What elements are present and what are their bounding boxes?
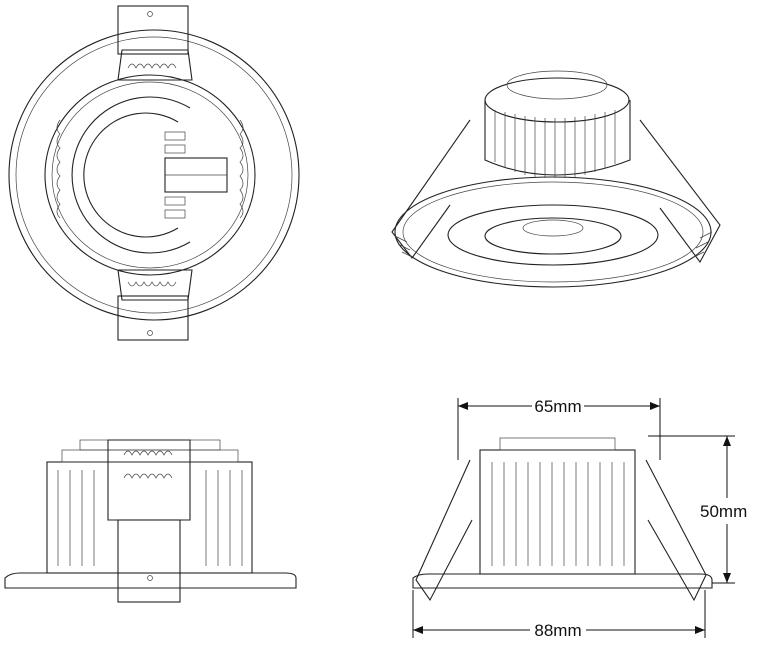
top-view (8, 5, 300, 341)
terminal-pin-4 (164, 209, 186, 219)
persp-left-clip (391, 119, 471, 259)
front-clip-hole (147, 575, 153, 581)
bottom-spring-housing (117, 269, 193, 301)
dim-65-arrow-left (458, 402, 468, 410)
bottom-spring-coil (127, 281, 177, 287)
terminal-pin-2 (164, 144, 186, 154)
top-spring-coil (127, 63, 177, 69)
inner-c-ring-inner (83, 112, 179, 238)
heatsink-fin-line (51, 81, 249, 269)
bottom-clip-hole (147, 330, 153, 336)
dim-50-arrow-top (723, 436, 731, 446)
dim-top-width-label: 65mm (534, 397, 581, 416)
side-right-clip (645, 459, 707, 602)
persp-fins (494, 110, 616, 178)
outer-trim-ring (8, 29, 300, 321)
front-fins (57, 470, 243, 566)
front-clip-frame (107, 439, 191, 521)
persp-right-clip (639, 119, 721, 264)
persp-heatsink-top (484, 77, 630, 123)
persp-trim-outer (394, 176, 712, 288)
dim-65-arrow-right (650, 402, 660, 410)
dim-50-arrow-bottom (723, 573, 731, 583)
left-fins (56, 119, 61, 219)
dimensioned-side-view: 65mm 50mm 88mm (412, 397, 747, 640)
persp-right-clip-teeth (693, 231, 713, 258)
persp-heatsink-body (484, 100, 631, 176)
heatsink-outer (44, 74, 256, 276)
top-clip-plate (117, 5, 189, 55)
front-heatsink-cap (79, 439, 221, 451)
persp-led-lens (522, 219, 584, 237)
top-clip-hole (147, 11, 153, 17)
front-clip-plate (117, 519, 181, 603)
persp-left-clip-teeth (394, 235, 413, 258)
side-heatsink-top (499, 437, 616, 451)
bottom-clip-plate (117, 295, 189, 341)
dim-bottom-width-label: 88mm (534, 621, 581, 640)
side-fins (491, 462, 625, 566)
persp-reflector-outer (447, 204, 659, 266)
persp-heatsink-cap (506, 70, 608, 100)
front-spring-coil-2 (123, 473, 173, 479)
inner-c-ring-outer (71, 96, 191, 254)
front-view (4, 439, 297, 603)
persp-reflector-inner (484, 217, 622, 255)
front-heatsink-body (46, 461, 253, 574)
dim-88-arrow-left (413, 626, 423, 634)
persp-trim-inner (402, 181, 704, 283)
perspective-view (391, 70, 721, 288)
side-trim-flange (412, 573, 713, 589)
dim-height-label: 50mm (700, 502, 747, 521)
terminal-pin-3 (164, 196, 186, 206)
dim-88-arrow-right (695, 626, 705, 634)
terminal-pin-1 (164, 131, 186, 141)
front-trim-flange (4, 572, 297, 589)
top-spring-housing (117, 49, 193, 81)
side-left-clip (415, 459, 473, 602)
inner-trim-ring (15, 36, 293, 314)
right-fins (239, 119, 244, 219)
front-spring-coil (123, 450, 173, 456)
